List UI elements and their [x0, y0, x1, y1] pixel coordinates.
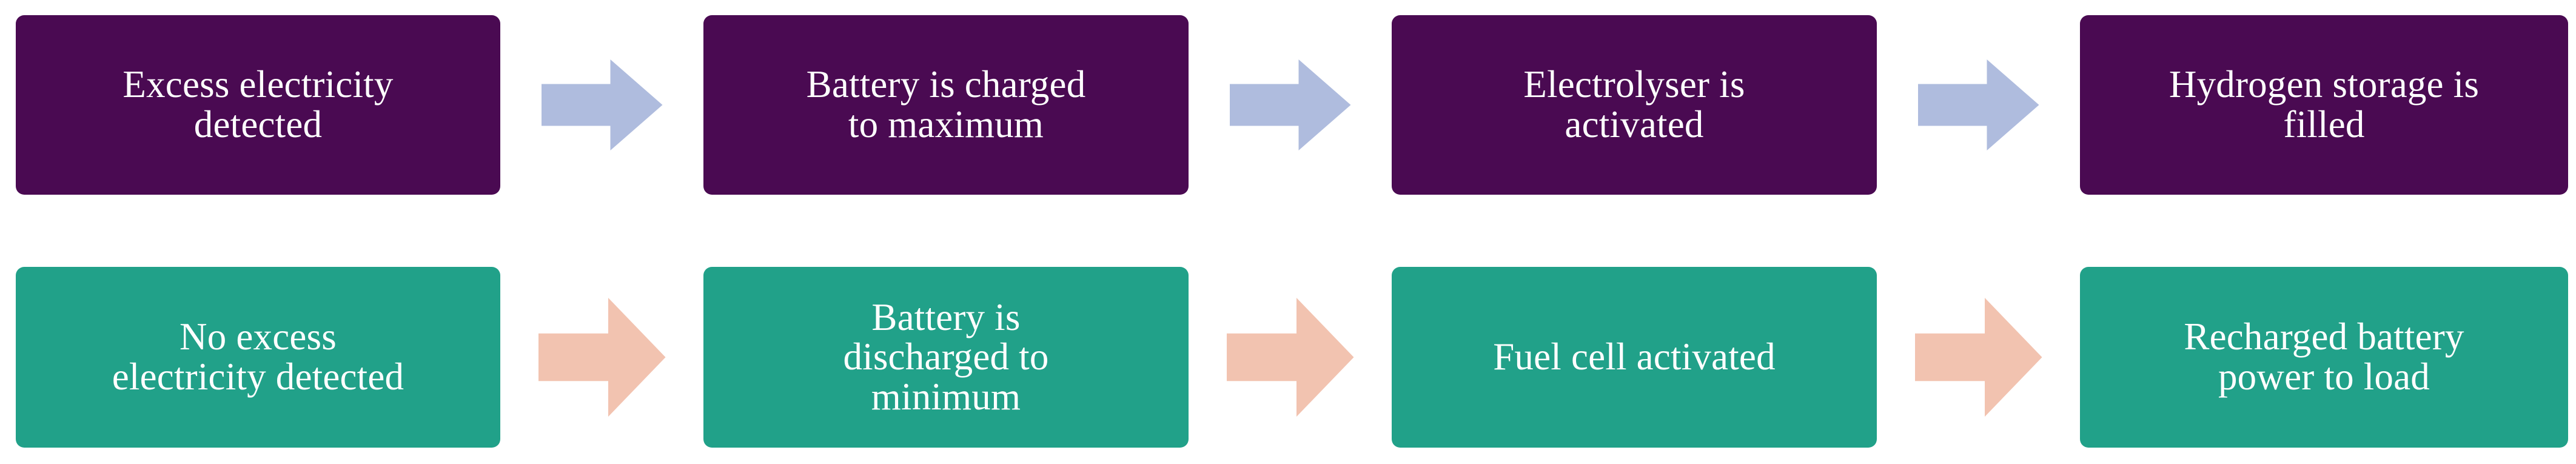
right-arrow-icon: [1914, 298, 2042, 417]
node-fuel-cell-activated-label: Fuel cell activated: [1493, 335, 1776, 378]
node-fuel-cell-activated[interactable]: Fuel cell activated: [1392, 267, 1877, 448]
node-no-excess-detected-label: No excess electricity detected: [112, 315, 404, 398]
connector-excess-2: [1189, 59, 1392, 150]
node-excess-detected-label: Excess electricity detected: [122, 63, 394, 146]
right-arrow-icon: [1226, 298, 1354, 417]
node-electrolyser-activated[interactable]: Electrolyser is activated: [1392, 15, 1877, 195]
connector-excess-3: [1877, 59, 2080, 150]
node-hydrogen-storage-filled[interactable]: Hydrogen storage is filled: [2080, 15, 2568, 195]
connector-excess-1: [500, 59, 703, 150]
flow-row-excess-electricity: Excess electricity detected Battery is c…: [0, 15, 2576, 195]
connector-noexcess-1: [500, 298, 703, 417]
flow-row-no-excess-electricity: No excess electricity detected Battery i…: [0, 267, 2576, 448]
connector-noexcess-2: [1189, 298, 1392, 417]
right-arrow-icon: [538, 298, 666, 417]
right-arrow-icon: [1229, 59, 1351, 150]
node-battery-discharged[interactable]: Battery is discharged to minimum: [703, 267, 1189, 448]
right-arrow-icon: [541, 59, 663, 150]
node-recharged-battery-load-label: Recharged battery power to load: [2184, 315, 2464, 398]
node-battery-charged-label: Battery is charged to maximum: [806, 63, 1086, 146]
node-battery-charged[interactable]: Battery is charged to maximum: [703, 15, 1189, 195]
node-no-excess-detected[interactable]: No excess electricity detected: [16, 267, 500, 448]
connector-noexcess-3: [1877, 298, 2080, 417]
node-hydrogen-storage-filled-label: Hydrogen storage is filled: [2168, 63, 2480, 146]
node-electrolyser-activated-label: Electrolyser is activated: [1523, 63, 1745, 146]
right-arrow-icon: [1917, 59, 2039, 150]
node-recharged-battery-load[interactable]: Recharged battery power to load: [2080, 267, 2568, 448]
node-battery-discharged-label: Battery is discharged to minimum: [843, 295, 1049, 418]
node-excess-detected[interactable]: Excess electricity detected: [16, 15, 500, 195]
